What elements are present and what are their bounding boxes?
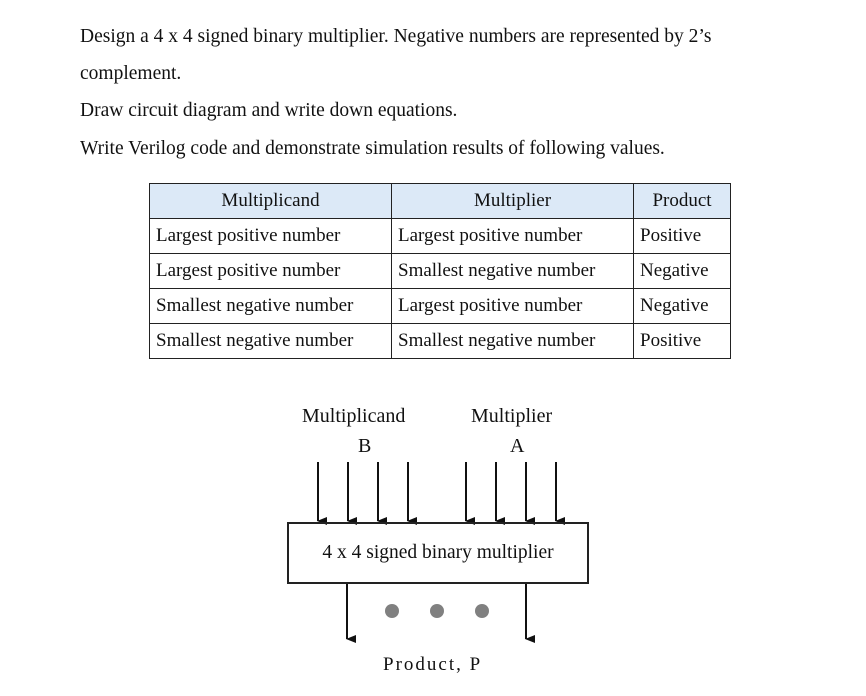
multiplicand-variable: B bbox=[358, 435, 372, 457]
table-row: Largest positive number Smallest negativ… bbox=[149, 253, 731, 289]
input-arrows-b bbox=[317, 462, 417, 525]
ellipsis-dot bbox=[385, 604, 399, 618]
header-product: Product bbox=[633, 183, 731, 219]
table-row: Smallest negative number Smallest negati… bbox=[149, 323, 731, 359]
ellipsis-dot bbox=[475, 604, 489, 618]
multiplier-block-label: 4 x 4 signed binary multiplier bbox=[322, 542, 554, 563]
header-multiplier: Multiplier bbox=[391, 183, 634, 219]
cell-product: Negative bbox=[633, 253, 731, 289]
cell-multiplicand: Smallest negative number bbox=[149, 288, 392, 324]
test-values-table: Multiplicand Multiplier Product Largest … bbox=[149, 183, 731, 359]
problem-statement-line-2: complement. bbox=[80, 63, 182, 84]
table-row: Largest positive number Largest positive… bbox=[149, 218, 731, 254]
ellipsis-dots bbox=[385, 604, 489, 618]
instruction-circuit: Draw circuit diagram and write down equa… bbox=[80, 100, 458, 121]
cell-multiplier: Largest positive number bbox=[391, 288, 634, 324]
multiplier-variable: A bbox=[510, 435, 525, 457]
table-row: Smallest negative number Largest positiv… bbox=[149, 288, 731, 324]
cell-product: Positive bbox=[633, 323, 731, 359]
cell-multiplicand: Largest positive number bbox=[149, 218, 392, 254]
output-arrows bbox=[346, 582, 535, 643]
product-output-label: Product, P bbox=[383, 654, 483, 675]
cell-product: Negative bbox=[633, 288, 731, 324]
multiplier-label: Multiplier bbox=[471, 405, 553, 427]
header-multiplicand: Multiplicand bbox=[149, 183, 392, 219]
input-arrows-a bbox=[465, 462, 565, 525]
cell-multiplier: Smallest negative number bbox=[391, 323, 634, 359]
multiplier-block: 4 x 4 signed binary multiplier bbox=[287, 522, 589, 584]
table-header-row: Multiplicand Multiplier Product bbox=[149, 183, 731, 219]
cell-multiplier: Largest positive number bbox=[391, 218, 634, 254]
cell-multiplicand: Smallest negative number bbox=[149, 323, 392, 359]
cell-product: Positive bbox=[633, 218, 731, 254]
instruction-verilog: Write Verilog code and demonstrate simul… bbox=[80, 138, 665, 159]
problem-statement-line-1: Design a 4 x 4 signed binary multiplier.… bbox=[80, 26, 712, 47]
cell-multiplicand: Largest positive number bbox=[149, 253, 392, 289]
multiplicand-label: Multiplicand bbox=[302, 405, 406, 427]
ellipsis-dot bbox=[430, 604, 444, 618]
cell-multiplier: Smallest negative number bbox=[391, 253, 634, 289]
